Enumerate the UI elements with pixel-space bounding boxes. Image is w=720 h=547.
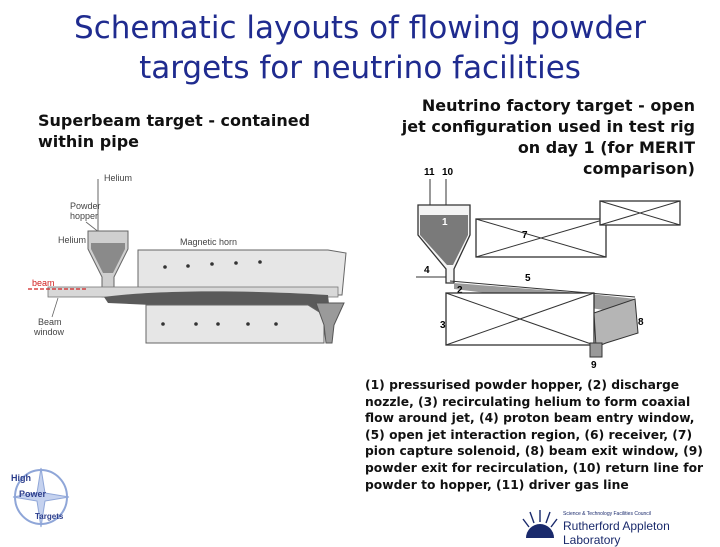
beam-window-label-2: window	[33, 327, 65, 337]
label-9: 9	[591, 360, 597, 371]
label-11: 11	[424, 167, 435, 178]
helium-side-label: Helium	[58, 235, 86, 245]
legend-line: (5) open jet interaction region, (6) rec…	[365, 427, 693, 442]
legend-line: (1) pressurised powder hopper, (2) disch…	[365, 378, 680, 392]
legend-line: pion capture solenoid, (8) beam exit win…	[365, 444, 703, 459]
magnetic-horn-label: Magnetic horn	[180, 237, 237, 247]
beam-label: beam	[32, 278, 55, 288]
legend-text: (1) pressurised powder hopper, (2) disch…	[365, 377, 710, 493]
powder-hopper-label-2: hopper	[70, 211, 98, 221]
label-5: 5	[525, 273, 531, 284]
label-4: 4	[424, 265, 430, 276]
caption-line-3: on day 1 (for MERIT	[517, 138, 695, 157]
label-10: 10	[442, 167, 454, 178]
title-line-1: Schematic layouts of flowing powder	[74, 10, 646, 46]
label-1: 1	[442, 217, 448, 228]
powder-hopper-label-1: Powder	[70, 201, 101, 211]
title-line-2: targets for neutrino facilities	[139, 50, 581, 86]
helium-top-label: Helium	[104, 173, 132, 183]
caption-line-1: Neutrino factory target - open	[421, 96, 695, 115]
legend-line: nozzle, (3) recirculating helium to form…	[365, 394, 691, 409]
logo-targets: Targets	[35, 512, 64, 521]
label-7: 7	[522, 230, 528, 241]
legend-line: flow around jet, (4) proton beam entry w…	[365, 411, 695, 426]
logo-power: Power	[19, 489, 47, 499]
magnetic-horn-lower	[145, 304, 325, 344]
logo-high: High	[11, 473, 31, 483]
label-3: 3	[440, 320, 446, 331]
stfc-logo-icon	[522, 510, 558, 538]
caption-line-2: jet configuration used in test rig	[401, 117, 695, 136]
neutrino-factory-diagram: 11 10 1 7 4 5 2 6 9 8 3	[416, 167, 681, 371]
superbeam-diagram: Helium Powder hopper Helium Magnetic hor…	[28, 173, 347, 344]
neutrino-factory-caption: Neutrino factory target - open jet confi…	[360, 95, 695, 179]
legend-line: powder to hopper, (11) driver gas line	[365, 477, 629, 492]
caption-line-4: comparison)	[583, 159, 695, 178]
superbeam-caption: Superbeam target - contained within pipe	[38, 111, 311, 151]
high-power-targets-logo: High Power Targets	[11, 467, 70, 528]
ral-name: Rutherford Appleton Laboratory	[563, 519, 670, 547]
legend-line: powder exit for recirculation, (10) retu…	[365, 460, 704, 475]
label-2: 2	[457, 285, 463, 296]
powder-receiver	[315, 302, 345, 344]
beam-window-label-1: Beam	[38, 317, 62, 327]
stfc-name: Science & Technology Facilities Council	[563, 511, 652, 517]
label-8: 8	[638, 317, 644, 328]
slide-title: Schematic layouts of flowing powder targ…	[0, 8, 720, 88]
